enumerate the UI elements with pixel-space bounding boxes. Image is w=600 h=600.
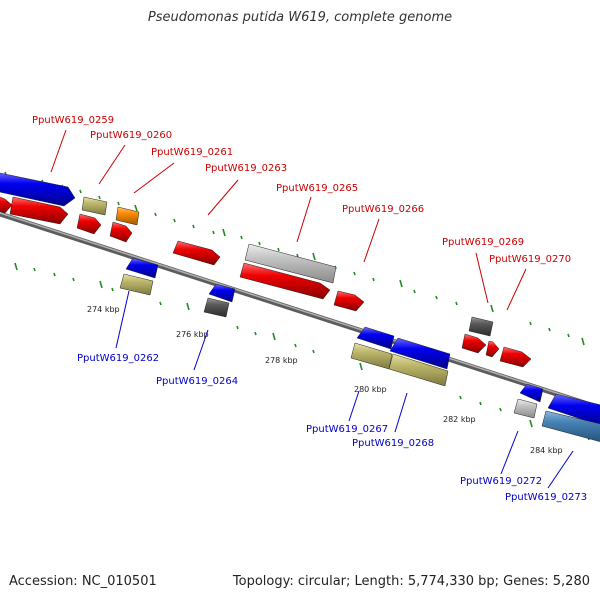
- gene-label[interactable]: PputW619_0263: [205, 163, 287, 174]
- kbp-label: 274 kbp: [87, 305, 120, 314]
- gene-PputW619_0270: [499, 346, 532, 368]
- gene-label[interactable]: PputW619_0270: [489, 254, 571, 265]
- gene-label[interactable]: PputW619_0267: [306, 424, 388, 435]
- gene-red-mid-1: [239, 262, 331, 300]
- reverse-gene-labels: PputW619_0262 PputW619_0264 PputW619_026…: [77, 353, 587, 503]
- gene-PputW619_0259: [0, 172, 76, 207]
- gene-red-left-3: [76, 213, 102, 235]
- gene-PputW619_0264: [203, 297, 230, 318]
- gene-PputW619_0265: [244, 243, 337, 284]
- gene-label[interactable]: PputW619_0262: [77, 353, 159, 364]
- gene-label[interactable]: PputW619_0272: [460, 476, 542, 487]
- gene-label[interactable]: PputW619_0266: [342, 204, 424, 215]
- gene-label[interactable]: PputW619_0261: [151, 147, 233, 158]
- genome-summary-text: Topology: circular; Length: 5,774,330 bp…: [232, 574, 590, 589]
- kbp-label: 284 kbp: [530, 446, 563, 455]
- gene-label[interactable]: PputW619_0268: [352, 438, 434, 449]
- gene-label[interactable]: PputW619_0259: [32, 115, 114, 126]
- gene-blue-rev-1: [125, 257, 159, 279]
- gene-red-left-1: [0, 196, 13, 214]
- gene-label[interactable]: PputW619_0264: [156, 376, 238, 387]
- gene-label[interactable]: PputW619_0269: [442, 237, 524, 248]
- gene-label[interactable]: PputW619_0273: [505, 492, 587, 503]
- gene-red-left-2: [9, 196, 69, 225]
- gene-PputW619_0268-blue: [389, 337, 451, 370]
- genome-backbone: [0, 211, 600, 411]
- kbp-label: 282 kbp: [443, 415, 476, 424]
- kbp-label: 278 kbp: [265, 356, 298, 365]
- gene-red-right-2: [485, 340, 500, 358]
- kbp-label: 276 kbp: [176, 330, 209, 339]
- gene-blue-rev-5: [547, 393, 600, 426]
- gene-PputW619_0268: [388, 353, 449, 387]
- gene-PputW619_0263: [172, 240, 221, 266]
- gene-label[interactable]: PputW619_0260: [90, 130, 172, 141]
- gene-PputW619_0260: [81, 196, 108, 216]
- gene-PputW619_0272: [513, 398, 538, 419]
- gene-PputW619_0269: [468, 316, 494, 337]
- forward-gene-labels: PputW619_0259 PputW619_0260 PputW619_026…: [32, 115, 571, 265]
- gene-PputW619_0273: [541, 410, 600, 442]
- gene-red-left-4: [109, 221, 133, 243]
- kbp-label: 280 kbp: [354, 385, 387, 394]
- gene-blue-rev-2: [208, 283, 236, 303]
- gene-PputW619_0261: [115, 206, 140, 226]
- gene-blue-rev-4: [519, 383, 544, 403]
- inner-tick-row: [14, 262, 590, 441]
- map-title: Pseudomonas putida W619, complete genome: [147, 10, 453, 25]
- gene-label[interactable]: PputW619_0265: [276, 183, 358, 194]
- accession-text: Accession: NC_010501: [9, 574, 157, 589]
- gene-red-right-1: [461, 333, 487, 354]
- gene-PputW619_0266: [333, 290, 365, 312]
- gene-PputW619_0262: [119, 273, 154, 296]
- kbp-labels: 274 kbp 276 kbp 278 kbp 280 kbp 282 kbp …: [87, 305, 563, 455]
